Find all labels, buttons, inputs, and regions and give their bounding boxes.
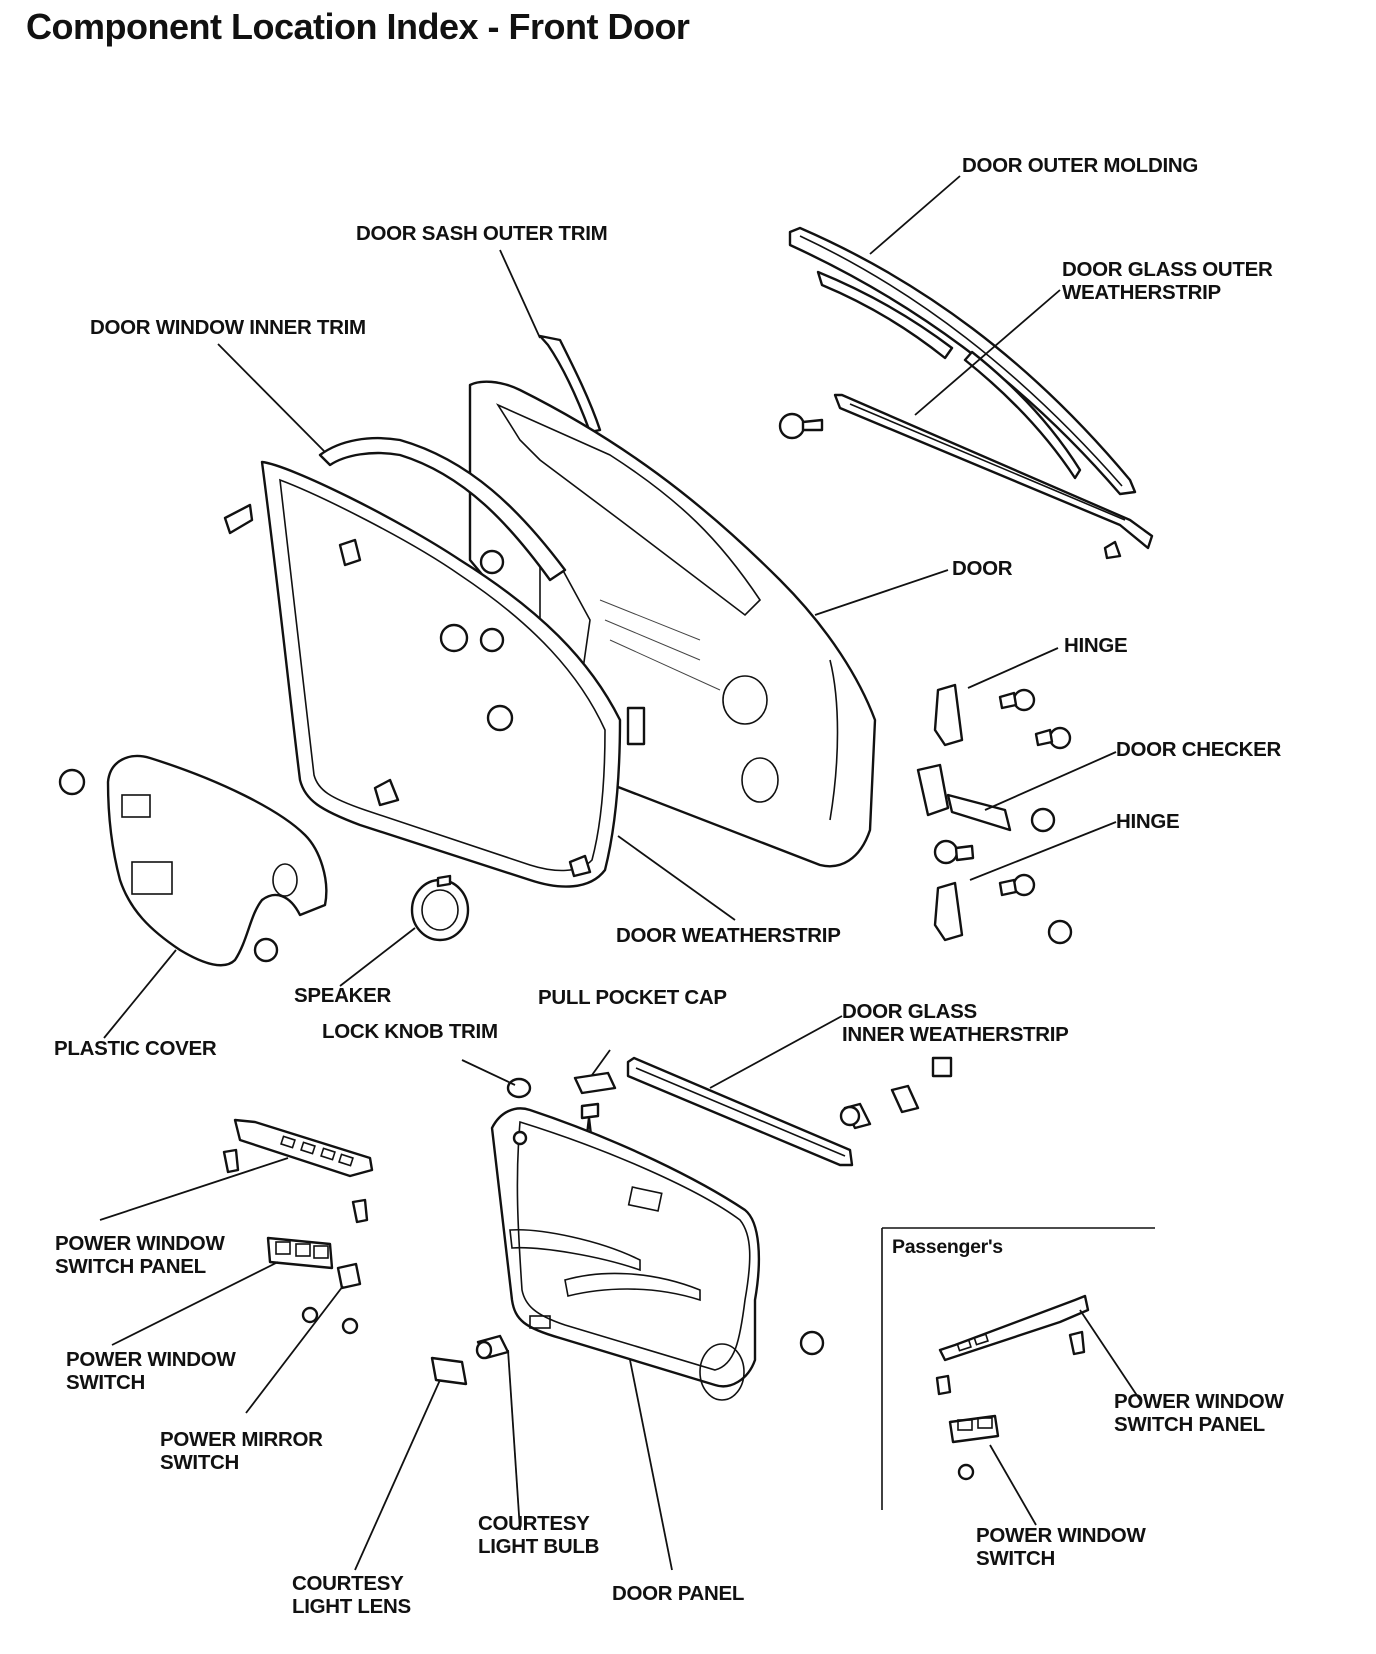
- page-title: Component Location Index - Front Door: [26, 6, 690, 47]
- power-window-switch-panel: [222, 1118, 374, 1224]
- label-door-panel: DOOR PANEL: [612, 1582, 745, 1605]
- label-line-2: LIGHT LENS: [292, 1595, 411, 1618]
- label-hinge-lower: HINGE: [1116, 810, 1180, 833]
- plastic-cover: [58, 754, 328, 967]
- lower-hinge: [933, 873, 1073, 945]
- label-door-glass-outer-weatherstrip: DOOR GLASS OUTER WEATHERSTRIP: [1062, 258, 1273, 304]
- label-passenger-power-window-switch: POWER WINDOW SWITCH: [976, 1524, 1146, 1570]
- label-line-1: POWER WINDOW: [976, 1524, 1146, 1547]
- label-door: DOOR: [952, 557, 1013, 580]
- label-line-1: DOOR GLASS: [842, 1000, 977, 1023]
- door-window-inner-trim: [223, 436, 567, 582]
- door-panel: [490, 1107, 825, 1401]
- label-courtesy-light-lens: COURTESY LIGHT LENS: [292, 1572, 411, 1618]
- label-passenger-power-window-switch-panel: POWER WINDOW SWITCH PANEL: [1114, 1390, 1284, 1436]
- label-power-window-switch: POWER WINDOW SWITCH: [66, 1348, 236, 1394]
- label-line-1: POWER WINDOW: [1114, 1390, 1284, 1413]
- label-line-2: SWITCH: [160, 1451, 240, 1474]
- door-glass-inner-weatherstrip: [626, 1056, 953, 1167]
- label-power-mirror-switch: POWER MIRROR SWITCH: [160, 1428, 323, 1474]
- label-hinge-upper: HINGE: [1064, 634, 1128, 657]
- passenger-inset-frame: [881, 1227, 1155, 1510]
- label-line-2: INNER WEATHERSTRIP: [842, 1023, 1069, 1046]
- label-courtesy-light-bulb: COURTESY LIGHT BULB: [478, 1512, 599, 1558]
- label-door-weatherstrip: DOOR WEATHERSTRIP: [616, 924, 841, 947]
- label-line-1: POWER MIRROR: [160, 1428, 323, 1451]
- label-door-glass-inner-weatherstrip: DOOR GLASS INNER WEATHERSTRIP: [842, 1000, 1069, 1046]
- label-lock-knob-trim: LOCK KNOB TRIM: [322, 1020, 498, 1043]
- label-line-2: LIGHT BULB: [478, 1535, 600, 1558]
- passenger-power-window-switch: [948, 1414, 1000, 1481]
- door-weatherstrip: [260, 460, 622, 888]
- door-checker: [916, 763, 1056, 865]
- upper-hinge: [933, 683, 1072, 750]
- label-plastic-cover: PLASTIC COVER: [54, 1037, 217, 1060]
- power-window-switch: [266, 1236, 359, 1335]
- label-speaker: SPEAKER: [294, 984, 392, 1007]
- leader-lines: [99, 175, 1141, 1571]
- door-glass-outer-weatherstrip: [816, 270, 1154, 550]
- label-line-2: WEATHERSTRIP: [1062, 281, 1221, 304]
- label-line-1: POWER WINDOW: [55, 1232, 225, 1255]
- label-line-1: POWER WINDOW: [66, 1348, 236, 1371]
- label-line-1: COURTESY: [478, 1512, 590, 1535]
- label-line-2: SWITCH PANEL: [55, 1255, 206, 1278]
- label-line-2: SWITCH PANEL: [1114, 1413, 1265, 1436]
- label-line-1: DOOR GLASS OUTER: [1062, 258, 1273, 281]
- label-pull-pocket-cap: PULL POCKET CAP: [538, 986, 727, 1009]
- passenger-heading: Passenger's: [892, 1236, 1003, 1258]
- label-door-window-inner-trim: DOOR WINDOW INNER TRIM: [90, 316, 366, 339]
- pull-pocket-cap: [573, 1071, 617, 1095]
- label-door-sash-outer-trim: DOOR SASH OUTER TRIM: [356, 222, 608, 245]
- label-line-2: SWITCH: [976, 1547, 1056, 1570]
- trim-clips: [338, 538, 592, 878]
- label-power-window-switch-panel: POWER WINDOW SWITCH PANEL: [55, 1232, 225, 1278]
- passenger-power-window-switch-panel: [935, 1294, 1090, 1396]
- door-outer-molding: [788, 226, 1137, 496]
- label-line-1: COURTESY: [292, 1572, 404, 1595]
- label-door-outer-molding: DOOR OUTER MOLDING: [962, 154, 1199, 177]
- clip-screws: [778, 412, 1122, 560]
- power-mirror-switch: [336, 1262, 362, 1290]
- courtesy-light-lens: [430, 1356, 468, 1386]
- speaker: [410, 874, 470, 942]
- label-line-2: SWITCH: [66, 1371, 146, 1394]
- courtesy-light-bulb: [475, 1334, 510, 1360]
- label-door-checker: DOOR CHECKER: [1116, 738, 1281, 761]
